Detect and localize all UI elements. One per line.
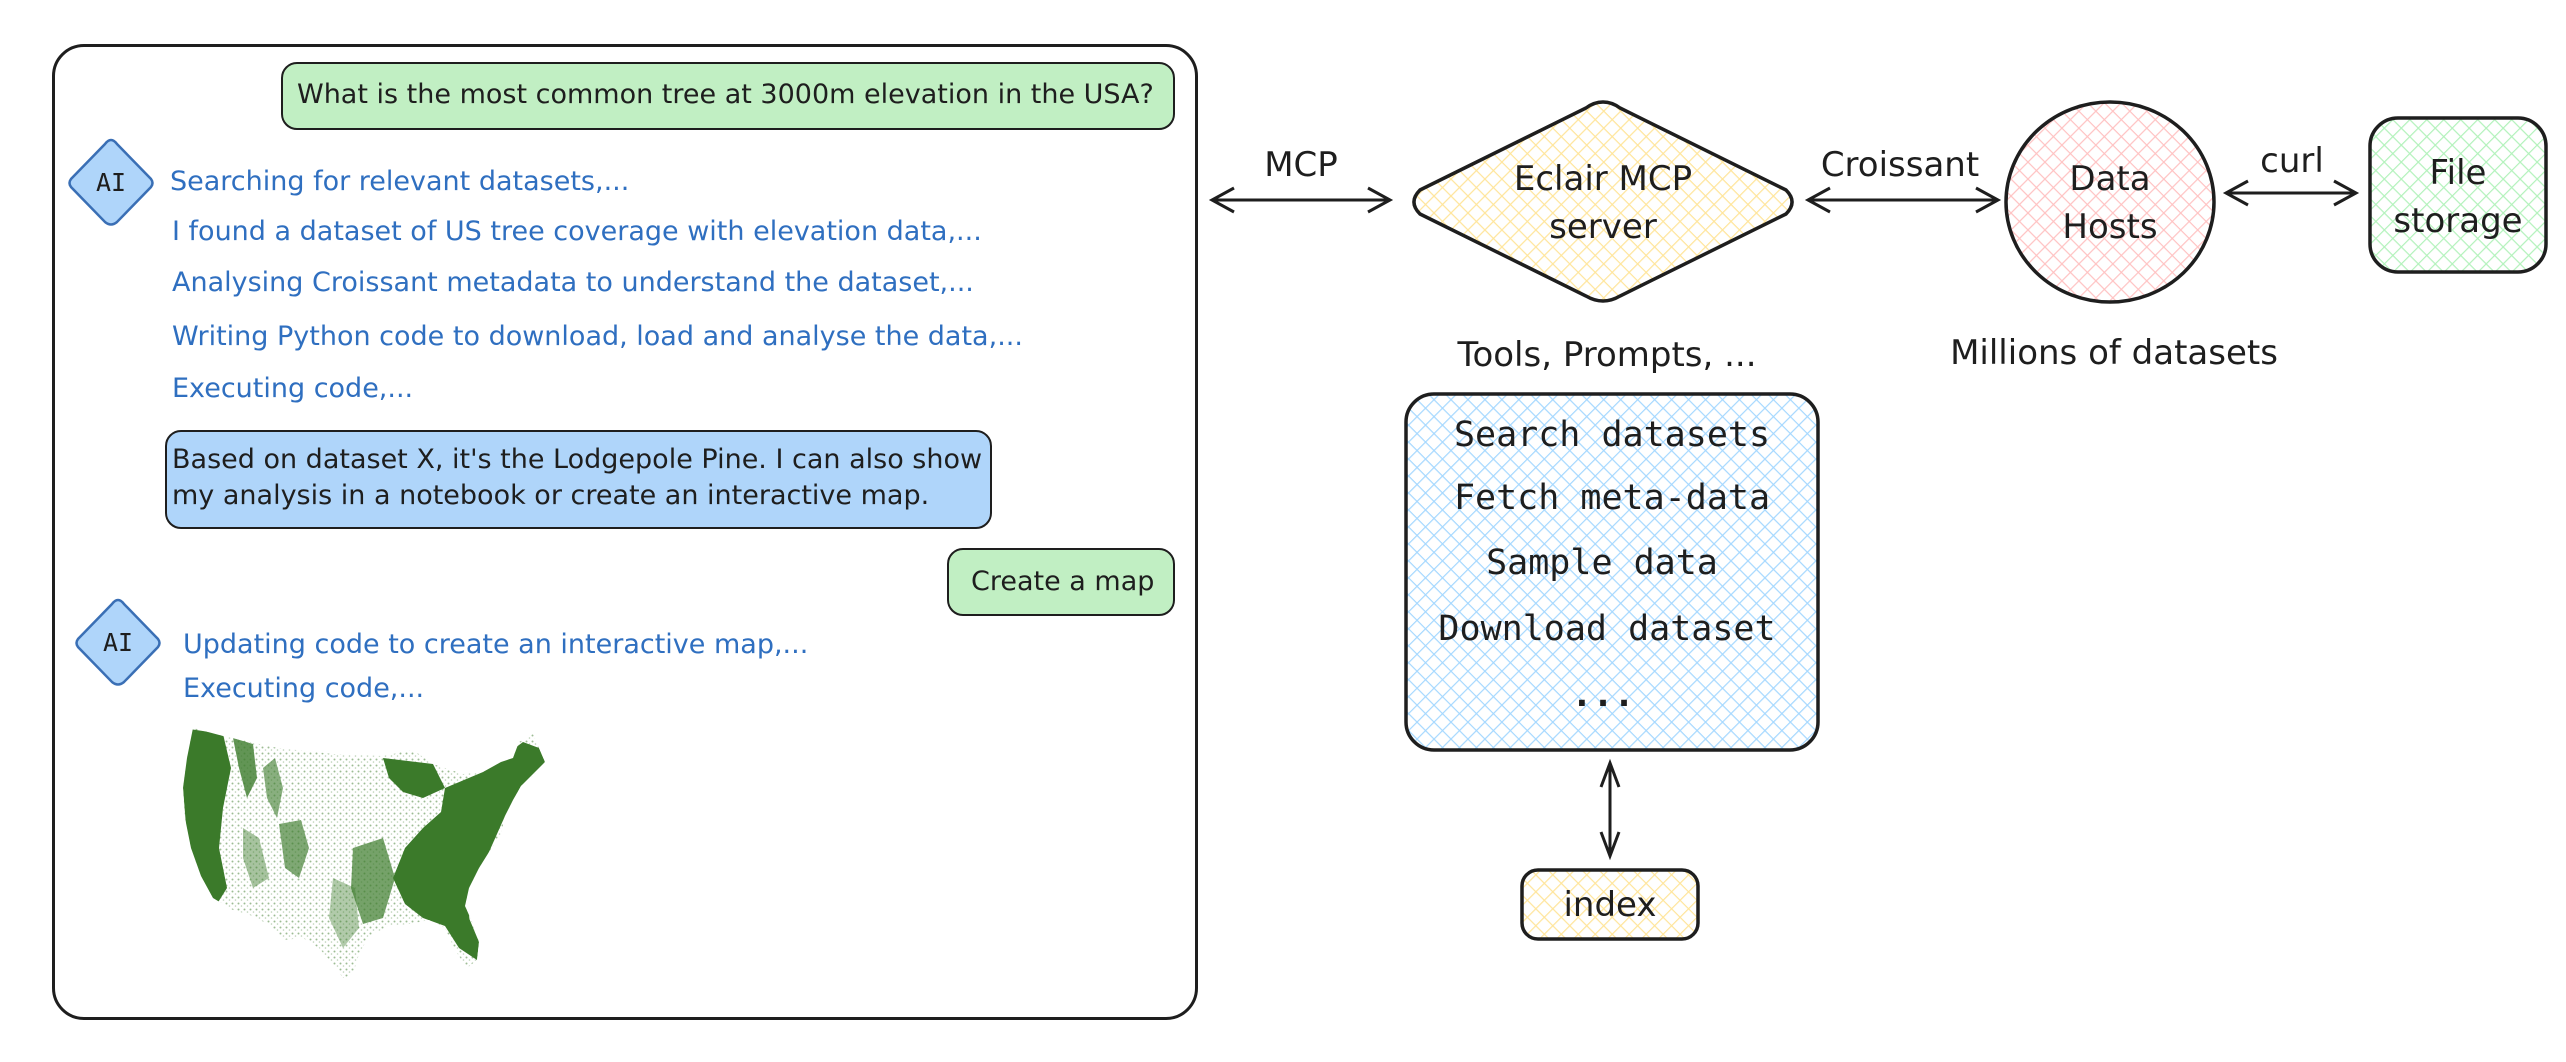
ai-answer-bubble: Based on dataset X, it's the Lodgepole P… — [165, 430, 992, 529]
ai-step: I found a dataset of US tree coverage wi… — [172, 216, 982, 247]
tool-item: ... — [1571, 675, 1634, 715]
user-question-text: What is the most common tree at 3000m el… — [297, 79, 1154, 110]
arrowhead-right-icon — [2333, 179, 2360, 207]
ai-answer-line: my analysis in a notebook or create an i… — [172, 480, 930, 511]
user-question-bubble: What is the most common tree at 3000m el… — [281, 62, 1175, 130]
arrowhead-left-icon — [1208, 186, 1235, 214]
ai-avatar-label: AI — [102, 628, 134, 657]
ai-step: Updating code to create an interactive m… — [183, 629, 809, 660]
ai-step: Executing code,... — [172, 373, 414, 404]
storage-label-line: File — [2430, 153, 2487, 193]
server-label-line: Eclair MCP — [1514, 159, 1692, 199]
server-label-line: server — [1549, 207, 1657, 247]
croissant-label: Croissant — [1821, 145, 1979, 185]
arrowhead-up-icon — [1599, 758, 1621, 788]
hosts-caption: Millions of datasets — [1950, 333, 2278, 373]
arrowhead-right-icon — [1367, 186, 1394, 214]
ai-step: Analysing Croissant metadata to understa… — [172, 267, 974, 298]
index-node: index — [1520, 868, 1700, 941]
curl-label: curl — [2260, 141, 2324, 181]
user-followup-bubble: Create a map — [947, 548, 1175, 616]
ai-step: Executing code,... — [183, 673, 425, 704]
data-hosts-node: Data Hosts — [2004, 100, 2216, 304]
eclair-mcp-server-node: Eclair MCP server — [1412, 100, 1794, 303]
ai-step: Searching for relevant datasets,... — [170, 166, 630, 197]
mcp-edge: MCP — [1208, 145, 1394, 214]
ai-step: Writing Python code to download, load an… — [172, 321, 1023, 352]
user-followup-text: Create a map — [971, 566, 1155, 597]
tool-item: Fetch meta-data — [1454, 478, 1770, 518]
ai-diamond-icon — [68, 138, 154, 226]
arrowhead-left-icon — [2222, 179, 2249, 207]
index-edge — [1599, 758, 1621, 861]
hosts-label-line: Data — [2069, 159, 2150, 199]
index-label: index — [1563, 885, 1656, 925]
tools-list-node: Search datasets Fetch meta-data Sample d… — [1404, 392, 1820, 752]
hosts-label-line: Hosts — [2062, 207, 2157, 247]
curl-edge: curl — [2222, 141, 2360, 207]
file-storage-node: File storage — [2368, 116, 2548, 274]
ai-diamond-icon — [75, 598, 161, 686]
ai-avatar: AI — [65, 137, 157, 229]
us-tree-coverage-map — [183, 728, 545, 978]
arrowhead-right-icon — [1975, 186, 2002, 214]
arrowhead-down-icon — [1599, 831, 1621, 861]
tools-caption: Tools, Prompts, ... — [1456, 335, 1756, 375]
ai-avatar: AI — [72, 597, 164, 689]
tool-item: Sample data — [1486, 543, 1718, 583]
mcp-label: MCP — [1264, 145, 1338, 185]
tool-item: Search datasets — [1454, 415, 1770, 455]
arrowhead-left-icon — [1804, 186, 1831, 214]
ai-avatar-label: AI — [95, 168, 127, 197]
tool-item: Download dataset — [1438, 609, 1775, 649]
croissant-edge: Croissant — [1804, 145, 2002, 214]
ai-answer-line: Based on dataset X, it's the Lodgepole P… — [172, 444, 983, 475]
storage-label-line: storage — [2393, 201, 2522, 241]
